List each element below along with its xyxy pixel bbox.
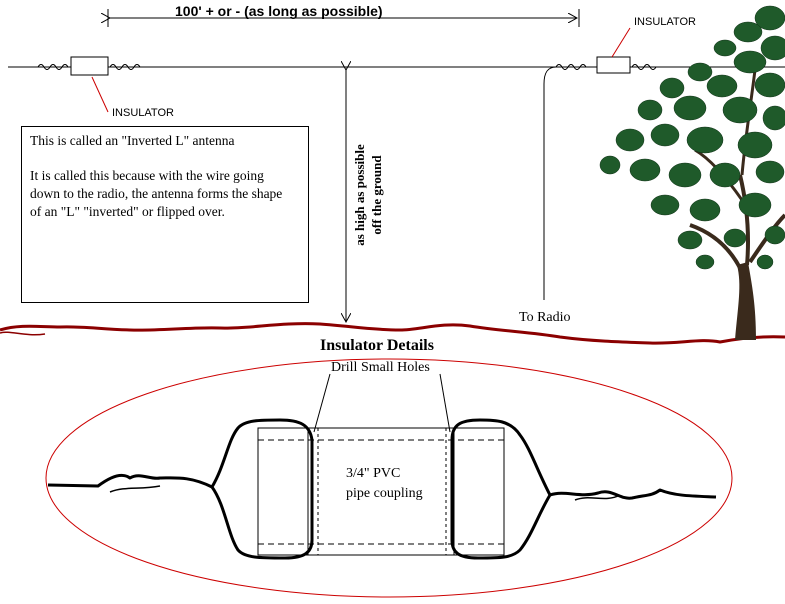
- length-label: 100' + or - (as long as possible): [175, 3, 383, 19]
- drill-pointer-left: [313, 373, 331, 433]
- pvc-label-line2: pipe coupling: [346, 486, 423, 501]
- radio-downlead-wire: [543, 66, 557, 300]
- length-dimension-arrow: [108, 9, 580, 27]
- info-box-body: It is called this because with the wire …: [30, 168, 283, 219]
- insulator-detail-ellipse: [45, 358, 733, 598]
- insulator-label-left: INSULATOR: [112, 107, 174, 119]
- drill-holes-label: Drill Small Holes: [331, 360, 430, 375]
- insulator-left-pointer: [91, 76, 109, 113]
- insulator-left: [37, 56, 141, 76]
- insulator-details-title: Insulator Details: [320, 337, 434, 354]
- to-radio-label: To Radio: [519, 310, 571, 325]
- pvc-coupling-detail: [257, 427, 505, 556]
- insulator-right-pointer: [611, 27, 631, 58]
- tree-illustration: [599, 5, 785, 340]
- height-label-line2: off the ground: [369, 155, 384, 235]
- height-label-line1: as high as possible: [352, 144, 367, 246]
- ground-line: [0, 322, 785, 345]
- info-box-title: This is called an "Inverted L" antenna: [30, 133, 235, 148]
- drill-pointer-right: [439, 373, 451, 433]
- pvc-label-line1: 3/4" PVC: [346, 466, 401, 481]
- insulator-label-right: INSULATOR: [634, 16, 696, 28]
- insulator-wire-loops: [47, 418, 717, 560]
- info-box: This is called an "Inverted L" antenna I…: [21, 126, 309, 303]
- insulator-right: [555, 56, 657, 74]
